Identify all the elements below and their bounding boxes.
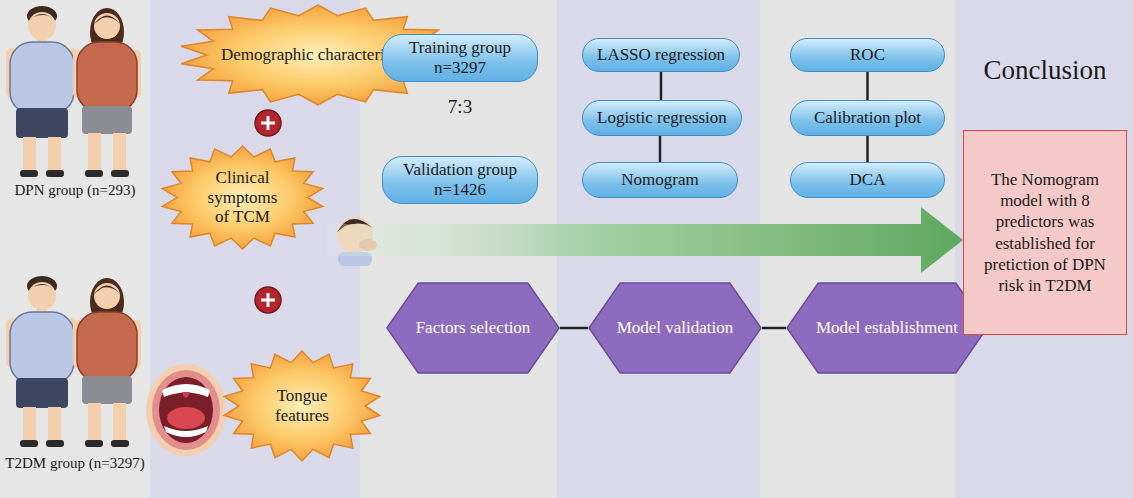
link-line [560,327,588,330]
split-ratio: 7:3 [420,96,500,118]
group-pill: Validation groupn=1426 [382,156,538,204]
method-pill: LASSO regression [582,38,740,72]
patient-figures [6,6,141,177]
method-pill: Nomogram [582,162,738,198]
node-text: LASSO regression [597,45,725,65]
step-hexagon: Model establishment [786,282,988,374]
column-band [955,0,1133,498]
node-text: Calibration plot [814,108,921,128]
mouth-illustration [146,364,226,456]
column-band [0,0,150,498]
starburst-outline [162,146,323,249]
step-hexagon: Factors selection [386,282,560,374]
node-text: Training group [409,38,511,58]
node-text: ROC [850,45,885,65]
hexagon-outline [589,283,761,373]
method-pill: Calibration plot [790,100,945,136]
node-text: Validation group [403,160,517,180]
node-text: n=1426 [434,180,486,200]
link-line [762,327,786,330]
conclusion-box: ConclusionThe Nomogram model with 8 pred… [963,40,1127,335]
patient-figures [6,276,141,447]
hexagon-outline [387,283,559,373]
node-text: Logistic regression [597,108,727,128]
step-hexagon: Model validation [588,282,762,374]
link-line [866,136,869,162]
node-text: Clinical symptoms of TCM [202,168,284,227]
input-star: Tongue features [222,350,382,462]
flow-arrow [325,207,963,273]
node-text: Nomogram [621,170,698,190]
node-text: Model validation [617,318,734,338]
method-pill: Logistic regression [582,100,742,136]
text-wrap: Model establishment [816,318,958,338]
conclusion-frame: The Nomogram model with 8 predictors was… [963,130,1127,335]
conclusion-heading: Conclusion [963,40,1127,100]
plus-symbol [255,287,281,313]
node-text: Factors selection [416,318,531,338]
node-text: DCA [850,170,886,190]
group-label: T2DM group (n=3297) [0,455,150,472]
starburst-outline [224,351,380,461]
node-text: Tongue features [266,386,338,425]
method-pill: DCA [790,162,945,198]
method-pill: ROC [790,38,945,72]
text-wrap: Model validation [617,318,734,338]
link-line [660,72,663,100]
text-wrap: Tongue features [266,386,338,425]
node-text: n=3297 [434,58,486,78]
hexagon-outline [787,283,987,373]
node-text: Model establishment [816,318,958,338]
group-label: DPN group (n=293) [0,182,150,199]
plus-symbol [255,110,281,136]
text-wrap: Factors selection [416,318,531,338]
link-line [866,72,869,100]
conclusion-text: The Nomogram model with 8 predictors was… [974,169,1116,297]
link-line [659,136,662,162]
input-star: Clinical symptoms of TCM [160,145,325,250]
group-pill: Training groupn=3297 [382,34,538,82]
text-wrap: Clinical symptoms of TCM [202,168,284,227]
